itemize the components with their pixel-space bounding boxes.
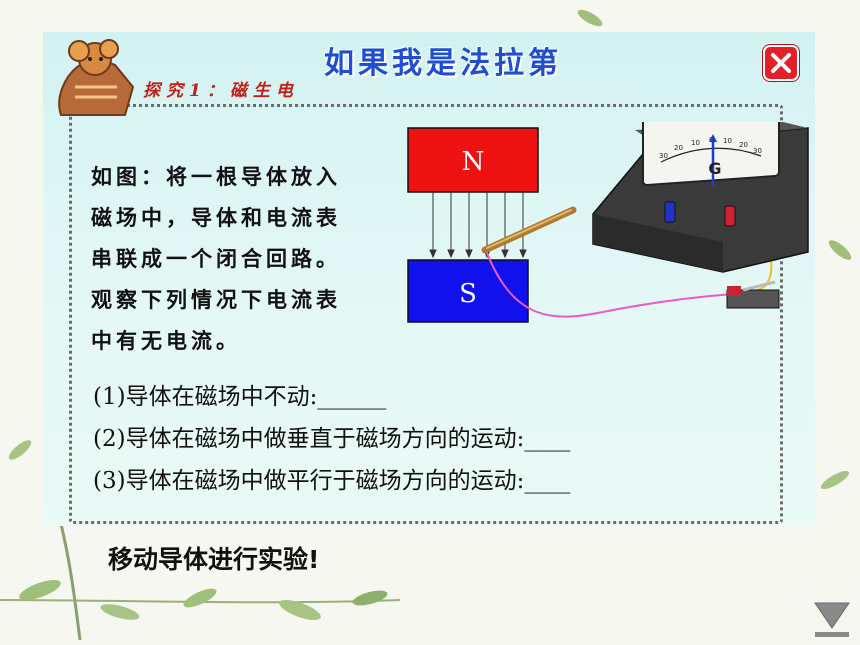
dotted-frame (69, 104, 783, 524)
conductor-rod[interactable] (481, 206, 577, 254)
description-line: 如图：将一根导体放入 (91, 164, 341, 189)
close-icon (771, 53, 791, 73)
switch[interactable] (726, 280, 780, 309)
close-button[interactable] (763, 45, 799, 81)
galvanometer: 30 20 10 0 10 20 30 G (592, 122, 809, 273)
blue-terminal (664, 201, 676, 223)
meter-label: G (708, 159, 721, 178)
slide-title: 如果我是法拉第 (324, 46, 562, 81)
pink-wire (484, 247, 734, 318)
north-magnet-label: N (462, 147, 485, 177)
scale-label: 30 (659, 152, 668, 160)
question-item: (1)导体在磁场中不动:______ (93, 384, 387, 410)
scale-label: 30 (753, 147, 762, 155)
question-item: (2)导体在磁场中做垂直于磁场方向的运动:____ (93, 426, 571, 452)
south-magnet-label: S (459, 279, 477, 309)
description-line: 中有无电流。 (91, 328, 241, 353)
scale-label: 20 (739, 141, 748, 149)
magnetic-field-lines (429, 192, 527, 259)
question-list: (1)导体在磁场中不动:______ (2)导体在磁场中做垂直于磁场方向的运动:… (93, 376, 570, 502)
description-line: 磁场中，导体和电流表 (91, 205, 341, 230)
mascot-icon (58, 39, 135, 116)
scale-label: 10 (723, 137, 732, 145)
question-item: (3)导体在磁场中做平行于磁场方向的运动:____ (93, 468, 571, 494)
scale-label: 20 (674, 144, 683, 152)
north-magnet (407, 127, 539, 193)
experiment-description: 如图：将一根导体放入 磁场中，导体和电流表 串联成一个闭合回路。 观察下列情况下… (91, 156, 401, 361)
triangle-down-icon[interactable] (812, 600, 852, 640)
red-terminal (724, 205, 736, 227)
scale-label: 10 (691, 139, 700, 147)
slide-panel: 如果我是法拉第 探究1：磁生电 如图：将一根导体放入 磁场中，导体和电流表 串联… (43, 32, 815, 526)
description-line: 串联成一个闭合回路。 (91, 246, 341, 271)
instruction-link[interactable]: 移动导体进行实验! (108, 545, 320, 574)
slide-subtitle: 探究1：磁生电 (143, 81, 299, 101)
experiment-diagram: N S 30 20 (407, 122, 809, 323)
description-line: 观察下列情况下电流表 (91, 287, 341, 312)
